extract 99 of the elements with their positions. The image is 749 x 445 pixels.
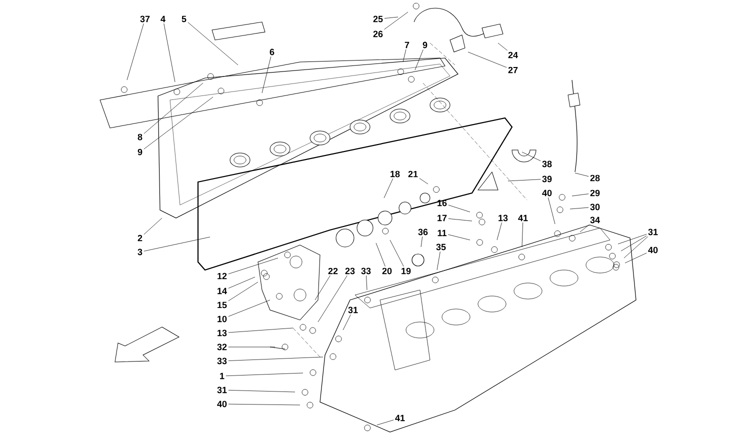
- leader-line: [228, 300, 270, 317]
- callout-number: 39: [542, 176, 552, 182]
- leader-line: [228, 346, 276, 348]
- leader-line: [419, 178, 428, 184]
- callout-number: 29: [590, 190, 600, 196]
- callout-number: 33: [217, 358, 227, 364]
- leader-line: [420, 236, 423, 248]
- leader-line: [414, 49, 424, 70]
- callout-number: 1: [220, 372, 224, 380]
- callout-number: 33: [361, 268, 371, 274]
- callout-number: 24: [508, 52, 518, 58]
- callout-number: 21: [408, 170, 418, 178]
- leader-line: [548, 197, 556, 224]
- leader-line: [164, 23, 176, 82]
- callout-number: 6: [270, 48, 274, 56]
- callout-number: 40: [542, 190, 552, 196]
- leader-line: [448, 234, 470, 240]
- callout-number: 31: [348, 306, 358, 314]
- leader-line: [448, 218, 472, 222]
- callout-number: 14: [218, 288, 227, 294]
- leader-line: [402, 49, 406, 62]
- leader-line: [144, 96, 214, 150]
- callout-number: 17: [438, 214, 447, 222]
- callout-number: 30: [590, 204, 600, 210]
- leader-line: [228, 390, 296, 392]
- callout-number: 11: [438, 230, 446, 236]
- leader-line: [366, 275, 368, 290]
- callout-number: 40: [217, 400, 227, 408]
- leader-line: [618, 234, 647, 244]
- leader-line: [376, 242, 386, 267]
- leader-line: [572, 194, 589, 196]
- callout-number: 40: [648, 246, 658, 254]
- callout-number: 26: [373, 30, 383, 38]
- callout-number: 22: [328, 268, 338, 274]
- leader-line: [126, 23, 144, 80]
- leader-line: [376, 420, 394, 426]
- callout-number: 15: [218, 302, 227, 308]
- leader-line: [228, 404, 300, 406]
- callout-number: 19: [402, 268, 411, 274]
- callout-number: 10: [218, 316, 227, 322]
- callout-number: 7: [404, 42, 410, 48]
- callout-number: 20: [382, 268, 392, 274]
- callout-number: 23: [345, 268, 355, 274]
- leader-line: [188, 22, 238, 66]
- leader-line: [522, 152, 541, 162]
- callout-number: 27: [508, 66, 518, 74]
- leader-line: [318, 275, 348, 322]
- leader-line: [228, 356, 324, 361]
- callout-number: 8: [138, 134, 142, 140]
- leader-line: [496, 222, 502, 240]
- callout-number: 3: [138, 248, 142, 256]
- leader-line: [228, 328, 294, 333]
- leader-line: [226, 372, 304, 376]
- callout-number: 13: [218, 330, 227, 336]
- leader-line: [262, 56, 272, 94]
- leader-line: [342, 314, 351, 330]
- leader-line: [228, 258, 278, 274]
- leader-line: [498, 42, 508, 51]
- callout-number: 25: [373, 16, 383, 22]
- callout-number: 36: [418, 228, 428, 236]
- callout-number: 34: [590, 216, 600, 224]
- callout-number: 18: [390, 170, 400, 178]
- leader-line: [390, 240, 404, 267]
- callout-number: 12: [218, 272, 227, 280]
- callout-number: 13: [498, 214, 508, 222]
- callout-number: 41: [518, 214, 528, 222]
- leader-line: [144, 218, 162, 235]
- callout-number: 4: [160, 16, 166, 22]
- callout-number: 35: [436, 244, 446, 250]
- callout-number: 9: [138, 148, 142, 156]
- leader-line: [436, 251, 440, 270]
- leader-line: [508, 179, 541, 182]
- callout-number: 41: [395, 414, 405, 422]
- leader-line: [624, 252, 647, 264]
- leader-line: [580, 224, 590, 232]
- leader-line: [468, 52, 507, 68]
- leader-line: [228, 282, 258, 302]
- callout-number: 37: [140, 16, 150, 22]
- leader-line: [522, 222, 524, 248]
- callout-number: 38: [542, 160, 552, 168]
- leader-line: [144, 236, 210, 252]
- leader-line: [570, 207, 589, 210]
- leader-line: [624, 236, 648, 258]
- leader-line: [448, 204, 470, 212]
- leader-line: [384, 178, 394, 198]
- callout-number: 31: [217, 386, 227, 394]
- leader-line: [384, 12, 408, 30]
- leader-line: [228, 276, 256, 288]
- callout-number: 2: [138, 234, 142, 242]
- leader-line: [620, 236, 647, 252]
- leader-line: [384, 16, 398, 19]
- callout-number: 9: [422, 42, 428, 48]
- callout-number: 32: [217, 344, 227, 350]
- callout-number: 31: [648, 228, 658, 236]
- leader-line: [314, 275, 330, 300]
- leader-line: [144, 82, 204, 134]
- callout-number: 28: [590, 174, 600, 182]
- leader-line: [574, 172, 589, 177]
- callout-number: 5: [182, 16, 186, 22]
